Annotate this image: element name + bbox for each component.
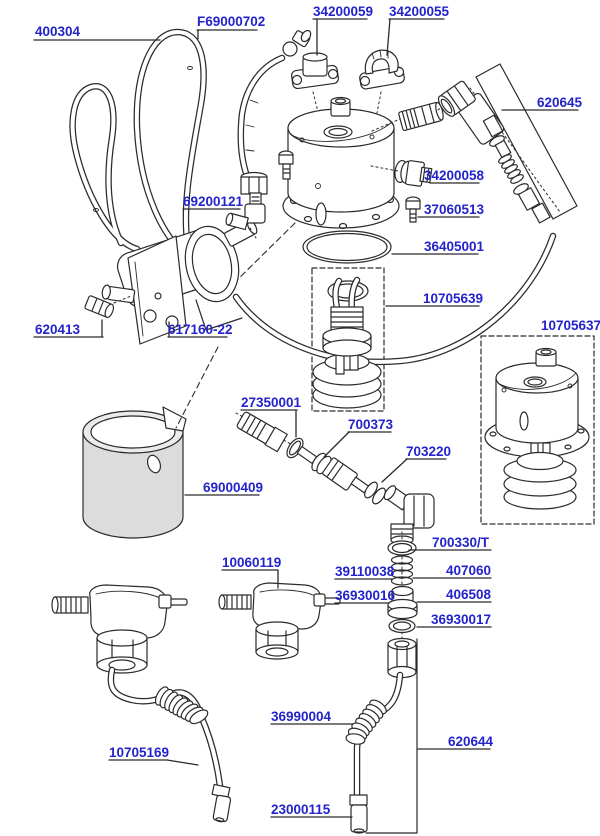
assembly-line [371,118,401,132]
part-label-F69000702[interactable]: F69000702 [197,14,266,29]
part-label-10060119[interactable]: 10060119 [222,555,282,570]
part-label-10705637[interactable]: 10705637 [541,318,600,333]
part-label-620645[interactable]: 620645 [537,95,583,110]
valve-620645-drawing [437,63,578,224]
part-label-406508[interactable]: 406508 [446,587,492,602]
pump-drawing [101,219,258,345]
part-label-10705169[interactable]: 10705169 [109,745,170,760]
dashed-box-heating-element [311,267,385,412]
part-label-36990004[interactable]: 36990004 [271,709,332,724]
assembly-line [370,165,399,172]
sleeve-drawing [82,346,219,539]
steam-valve-right-drawing [218,582,341,660]
leader-lines [33,18,579,818]
thermostat-34200055-drawing [359,49,405,114]
part-label-23000115[interactable]: 23000115 [271,802,331,817]
checkvalve-chain-drawing [235,411,435,545]
part-label-700373[interactable]: 700373 [348,417,394,432]
part-label-36405001[interactable]: 36405001 [424,239,485,254]
fitting-620413-drawing [84,295,132,318]
heating-element-drawing [312,276,382,409]
screw-left-drawing [278,150,294,180]
part-label-39110038[interactable]: 39110038 [335,564,395,579]
oring-36405001-drawing [302,230,392,264]
part-label-34200059[interactable]: 34200059 [313,4,374,19]
screw-37060513-drawing [405,196,421,223]
dashed-box-boiler-assembly [480,335,595,525]
hose-loops-drawing [69,28,207,263]
boiler-drawing [227,96,400,290]
part-label-36930016[interactable]: 36930016 [335,588,396,603]
part-label-36930017[interactable]: 36930017 [431,612,492,627]
part-label-700330T[interactable]: 700330/T [432,535,490,550]
part-label-34200058[interactable]: 34200058 [424,168,485,183]
part-label-407060[interactable]: 407060 [446,563,492,578]
braided-hose-drawing [237,29,312,195]
part-label-69000409[interactable]: 69000409 [203,480,264,495]
part-label-400304[interactable]: 400304 [35,24,81,39]
fitting-34200058-drawing [394,159,433,187]
part-label-617160-22[interactable]: 617160-22 [168,322,233,337]
arc-hose-drawing [232,232,557,366]
fitting-stack-drawing [387,531,418,679]
part-label-703220[interactable]: 703220 [406,444,452,459]
boiler-assembly-drawing [484,347,590,510]
part-label-34200055[interactable]: 34200055 [389,4,450,19]
part-label-620413[interactable]: 620413 [35,322,81,337]
part-label-10705639[interactable]: 10705639 [423,291,484,306]
part-label-69200121[interactable]: 69200121 [183,194,244,209]
part-label-37060513[interactable]: 37060513 [424,202,485,217]
steam-valve-left-drawing [51,584,232,823]
nipple-drawing [398,101,444,131]
hose-620644-drawing [345,638,418,834]
part-label-27350001[interactable]: 27350001 [241,395,302,410]
thermostat-34200059-drawing [291,52,339,113]
elbow-69200121-drawing [225,192,266,239]
part-label-620644[interactable]: 620644 [448,734,494,749]
